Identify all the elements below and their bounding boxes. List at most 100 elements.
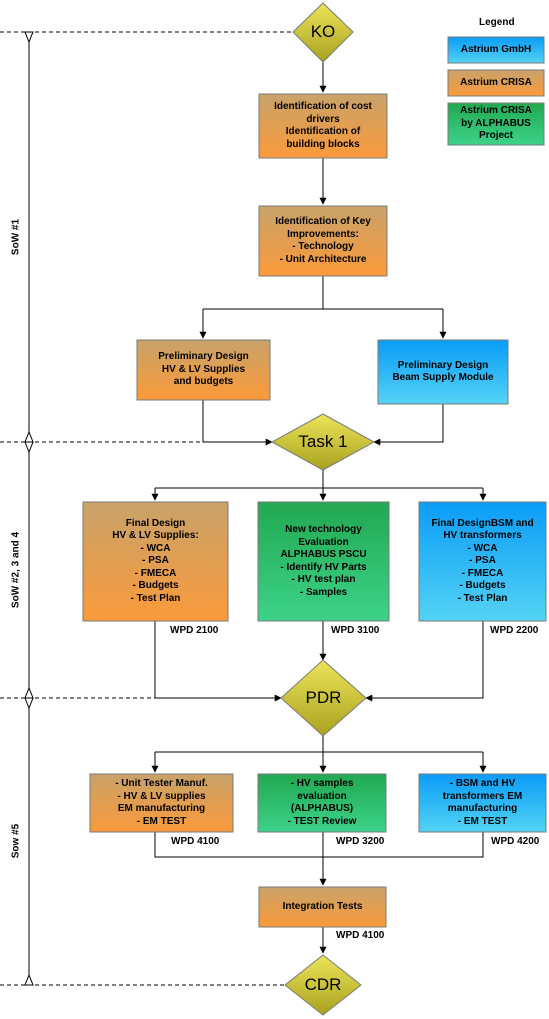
label-line: - PSA xyxy=(142,555,169,567)
label-line: ALPHABUS PSCU xyxy=(280,549,367,560)
label-line: by ALPHABUS xyxy=(461,117,531,129)
label-line: HV & LV Supplies: xyxy=(112,530,199,542)
wpd-label: WPD 4100 xyxy=(171,836,220,847)
connector xyxy=(373,404,444,446)
milestone-ko-label: KO xyxy=(310,22,336,42)
label-line: and budgets xyxy=(173,376,234,388)
milestone-task1-label: Task 1 xyxy=(298,431,348,451)
process-boxes xyxy=(82,93,547,928)
box-key-improvements xyxy=(258,205,388,277)
label-line: Preliminary Design xyxy=(397,359,489,371)
timeline-marker xyxy=(24,973,34,986)
label-line: Identification of Key xyxy=(275,216,371,227)
label-line: Astrium GmbH xyxy=(460,43,532,55)
label-line: Improvements: xyxy=(287,228,359,240)
wpd-label: WPD 4100 xyxy=(336,930,385,941)
label-line: - FMECA xyxy=(134,567,177,579)
label-line: Final DesignBSM and xyxy=(431,517,534,529)
label-line: - EM TEST xyxy=(457,815,508,827)
label-line: - HV samples xyxy=(290,778,354,789)
milestone-pdr-label: PDR xyxy=(305,687,342,707)
label-line: Identification of cost xyxy=(274,101,372,112)
milestone-task1-shape xyxy=(270,413,376,471)
timeline-marker xyxy=(24,697,34,710)
label-line: evaluation xyxy=(297,790,347,802)
milestone-ko-shape xyxy=(292,2,354,63)
label-line: - Samples xyxy=(299,586,348,598)
label-line: drivers xyxy=(306,113,340,125)
wpd-label: WPD 3200 xyxy=(336,836,385,847)
label-line: - FMECA xyxy=(461,567,504,579)
legend-swatch-gmbh xyxy=(447,36,545,64)
connector xyxy=(365,621,484,702)
milestones xyxy=(270,2,376,1016)
label-line: HV & LV Supplies xyxy=(161,363,246,375)
box-final-bsm xyxy=(418,501,547,622)
label-line: (ALPHABUS) xyxy=(290,803,354,814)
label-line: HV transformers xyxy=(443,530,522,542)
wpd-label: WPD 3100 xyxy=(331,625,380,636)
phase-label-sow5: Sow #5 xyxy=(10,823,22,859)
connector xyxy=(202,400,273,446)
label-line: - Technology xyxy=(292,241,354,252)
label-line: - PSA xyxy=(469,555,496,567)
label-line: - Test Plan xyxy=(130,592,181,604)
timeline-marker xyxy=(24,686,34,699)
legend-title: Legend xyxy=(479,17,515,28)
label-line: - Unit Tester Manuf. xyxy=(115,778,208,789)
label-line: - Budgets xyxy=(132,580,179,592)
label-line: - EM TEST xyxy=(136,815,187,827)
label-line: Astrium CRISA xyxy=(460,76,532,88)
label-line: Evaluation xyxy=(298,536,349,548)
connector xyxy=(154,832,484,858)
phase-label-sow1: SoW #1 xyxy=(10,218,22,256)
label-line: - HV & LV supplies xyxy=(117,790,206,802)
label-line: - Identify HV Parts xyxy=(280,561,367,573)
box-prelim-bsm xyxy=(377,339,509,405)
phase-timeline xyxy=(0,31,293,986)
label-line: - Unit Architecture xyxy=(279,253,367,265)
legend xyxy=(447,36,545,146)
box-integration-label: Integration Tests xyxy=(259,887,386,927)
label-line: - WCA xyxy=(467,542,498,554)
connector xyxy=(154,621,282,702)
box-cost-drivers xyxy=(258,93,388,159)
wpd-label: WPD 2200 xyxy=(490,625,539,636)
label-line: - HV test plan xyxy=(291,574,356,585)
label-line: Beam Supply Module xyxy=(392,372,494,383)
label-line: Project xyxy=(479,130,513,142)
box-final-hv-lv xyxy=(82,501,229,622)
label-line: New technology xyxy=(285,524,362,535)
phase-label-sow234: SoW #2, 3 and 4 xyxy=(10,531,22,609)
label-line: - BSM and HV xyxy=(449,778,516,789)
connectors xyxy=(151,62,487,954)
timeline-marker xyxy=(24,31,34,44)
legend-swatch-alphabus xyxy=(447,102,545,146)
label-line: Final Design xyxy=(125,517,186,529)
label-line: manufacturing xyxy=(447,803,518,814)
timeline-marker xyxy=(24,441,34,454)
box-hv-samples xyxy=(257,773,387,833)
label-line: EM manufacturing xyxy=(117,803,206,814)
legend-label-gmbh: Astrium GmbH xyxy=(448,37,544,63)
label-line: building blocks xyxy=(286,138,360,150)
box-integration xyxy=(258,886,387,928)
label-line: transformers EM xyxy=(442,790,523,802)
box-prelim-hv-lv xyxy=(136,339,271,401)
wpd-label: WPD 4200 xyxy=(491,836,540,847)
label-line: - Test Plan xyxy=(457,592,508,604)
box-em-bsm xyxy=(418,773,547,833)
